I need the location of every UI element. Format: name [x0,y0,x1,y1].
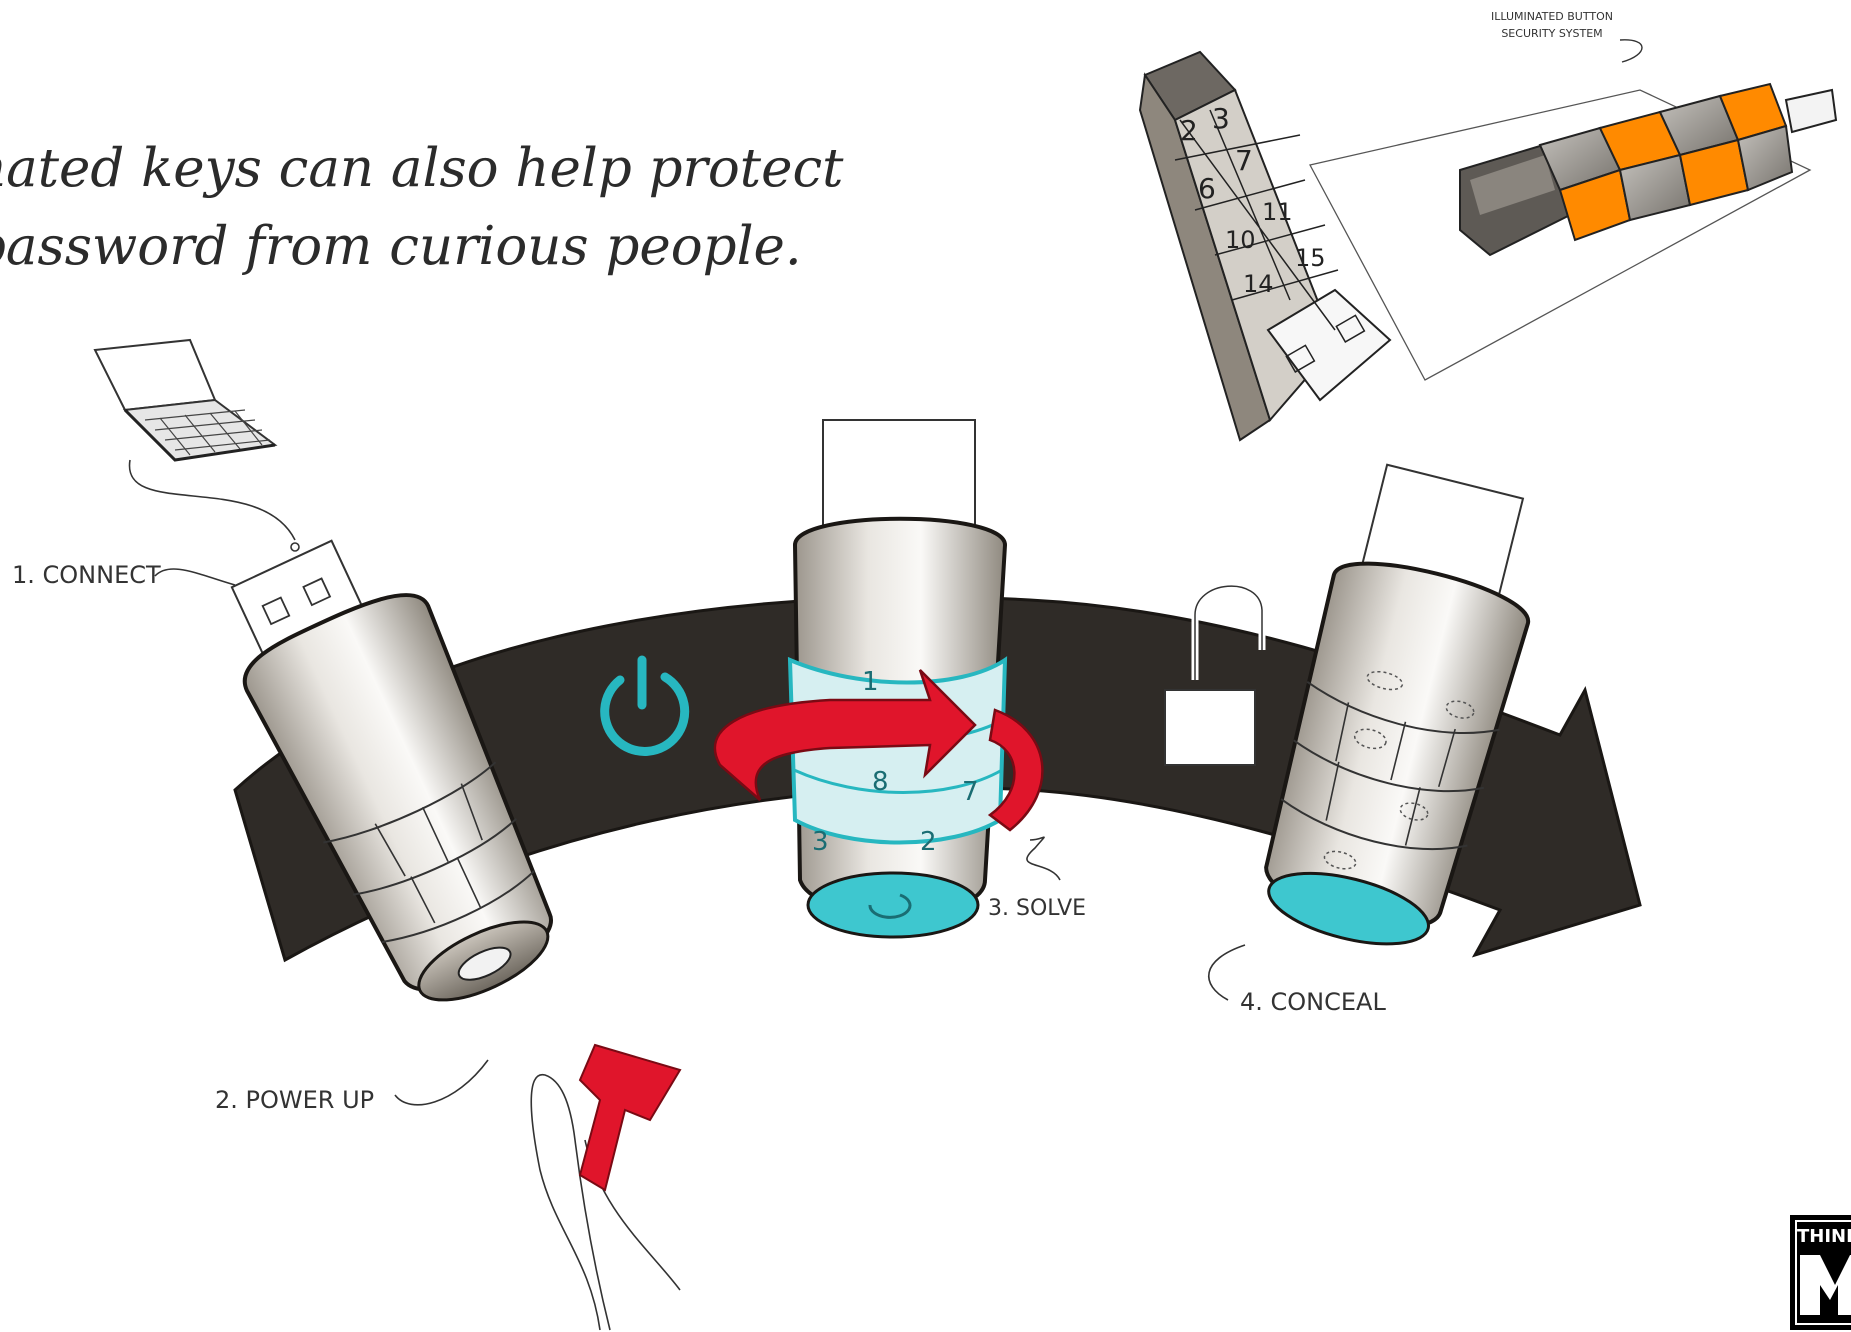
key-7: 7 [1235,144,1253,177]
step-1-label: 1. CONNECT [12,561,161,589]
ring-digit-2: 2 [920,827,937,857]
key-14: 14 [1243,270,1274,298]
step-1-leader [155,569,235,585]
key-11: 11 [1262,198,1293,226]
step-2-leader [395,1060,488,1105]
key-15: 15 [1295,244,1326,272]
step-4-label: 4. CONCEAL [1240,988,1386,1016]
ring-digit-8: 8 [872,767,889,797]
usb-key-2: 1 8 7 3 2 [790,420,1005,937]
teal-button [808,873,978,937]
concept-note-line-1: ILLUMINATED BUTTON [1491,10,1613,23]
key-6: 6 [1198,172,1216,205]
key-10: 10 [1225,226,1256,254]
ring-digit-7: 7 [962,777,979,807]
ring-digit-1: 1 [862,667,879,697]
step-3-leader [1027,837,1060,880]
step-2-label: 2. POWER UP [215,1086,374,1114]
keypad-stick: 2 3 6 7 10 11 14 15 [1140,52,1390,440]
illuminated-stick [1460,84,1836,255]
key-2: 2 [1180,114,1198,147]
concept-sketch: ILLUMINATED BUTTON SECURITY SYSTEM [1140,10,1836,440]
step-3-label: 3. SOLVE [988,896,1086,921]
push-arrow-icon [580,1045,680,1190]
logo: THINK M [1790,1215,1851,1330]
ring-digit-3: 3 [812,827,829,857]
concept-note-line-2: SECURITY SYSTEM [1501,27,1602,40]
laptop-icon [95,340,275,460]
concept-note-leader [1620,40,1642,62]
key-3: 3 [1212,102,1230,135]
cable-end [291,543,299,551]
laptop-cable [129,460,295,540]
logo-text: THINK M [1797,1226,1851,1247]
